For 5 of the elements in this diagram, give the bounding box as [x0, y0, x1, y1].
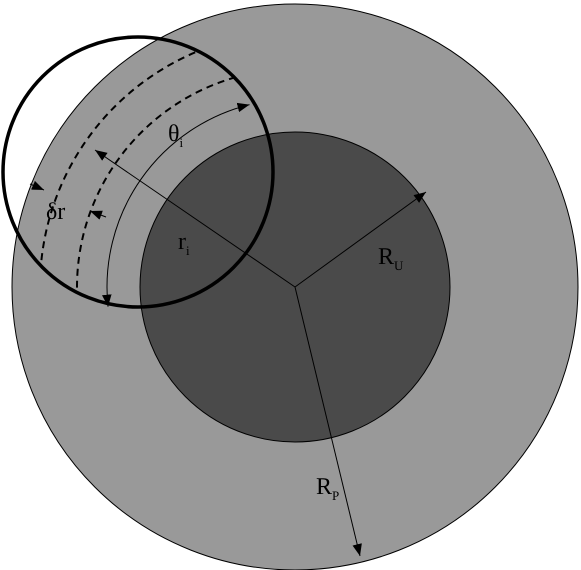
radius-label: R$_{P}$	[316, 475, 340, 502]
angle-label: θ$_{i}$	[168, 122, 184, 149]
radius-label: r$_{i}$	[178, 230, 190, 257]
radius-label: R$_{U}$	[378, 245, 404, 272]
dimension-label: δr	[46, 200, 66, 224]
